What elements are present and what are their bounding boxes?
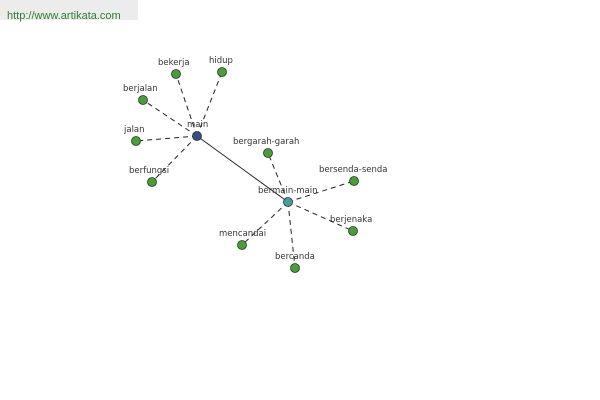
edge-main-bekerja (175, 73, 198, 137)
edge-main-hidup (196, 71, 223, 137)
edge-bermain-main-mencandai (241, 201, 289, 246)
edge-main-jalan (135, 135, 198, 142)
node-bercanda[interactable] (290, 263, 300, 273)
edge-bermain-main-bersenda-senda (287, 180, 355, 203)
node-label-hidup: hidup (209, 56, 233, 66)
node-label-berjalan: berjalan (123, 84, 158, 94)
labels-layer: main bekerja hidup berjalan jalan berfungsi be… (123, 56, 388, 262)
node-label-berjenaka: berjenaka (330, 215, 372, 225)
node-main[interactable] (192, 131, 202, 141)
edge-bermain-main-bercanda (287, 201, 296, 269)
node-bergarah-garah[interactable] (263, 148, 273, 158)
node-label-bekerja: bekerja (158, 58, 190, 68)
node-label-berfungsi: berfungsi (129, 166, 169, 176)
node-berjalan[interactable] (138, 95, 148, 105)
node-label-jalan: jalan (123, 125, 145, 135)
node-label-bermain-main: bermain-main (258, 186, 318, 196)
node-label-main: main (187, 120, 208, 130)
node-label-bersenda-senda: bersenda-senda (319, 165, 388, 175)
edges-layer (135, 71, 355, 269)
node-label-bergarah-garah: bergarah-garah (233, 137, 299, 147)
node-label-mencandai: mencandai (219, 229, 266, 239)
node-bermain-main[interactable] (283, 197, 293, 207)
edge-main-bermain-main (196, 135, 289, 203)
site-url-link[interactable]: http://www.artikata.com (7, 10, 121, 22)
edge-main-berfungsi (151, 135, 198, 183)
node-label-bercanda: bercanda (275, 252, 315, 262)
node-berjenaka[interactable] (348, 226, 358, 236)
node-bersenda-senda[interactable] (349, 176, 359, 186)
nodes-layer (131, 67, 359, 273)
node-mencandai[interactable] (237, 240, 247, 250)
node-berfungsi[interactable] (147, 177, 157, 187)
url-banner: http://www.artikata.com (0, 0, 138, 22)
node-jalan[interactable] (131, 136, 141, 146)
edge-bermain-main-berjenaka (287, 201, 354, 232)
edge-main-berjalan (142, 99, 198, 137)
node-bekerja[interactable] (171, 69, 181, 79)
node-hidup[interactable] (217, 67, 227, 77)
